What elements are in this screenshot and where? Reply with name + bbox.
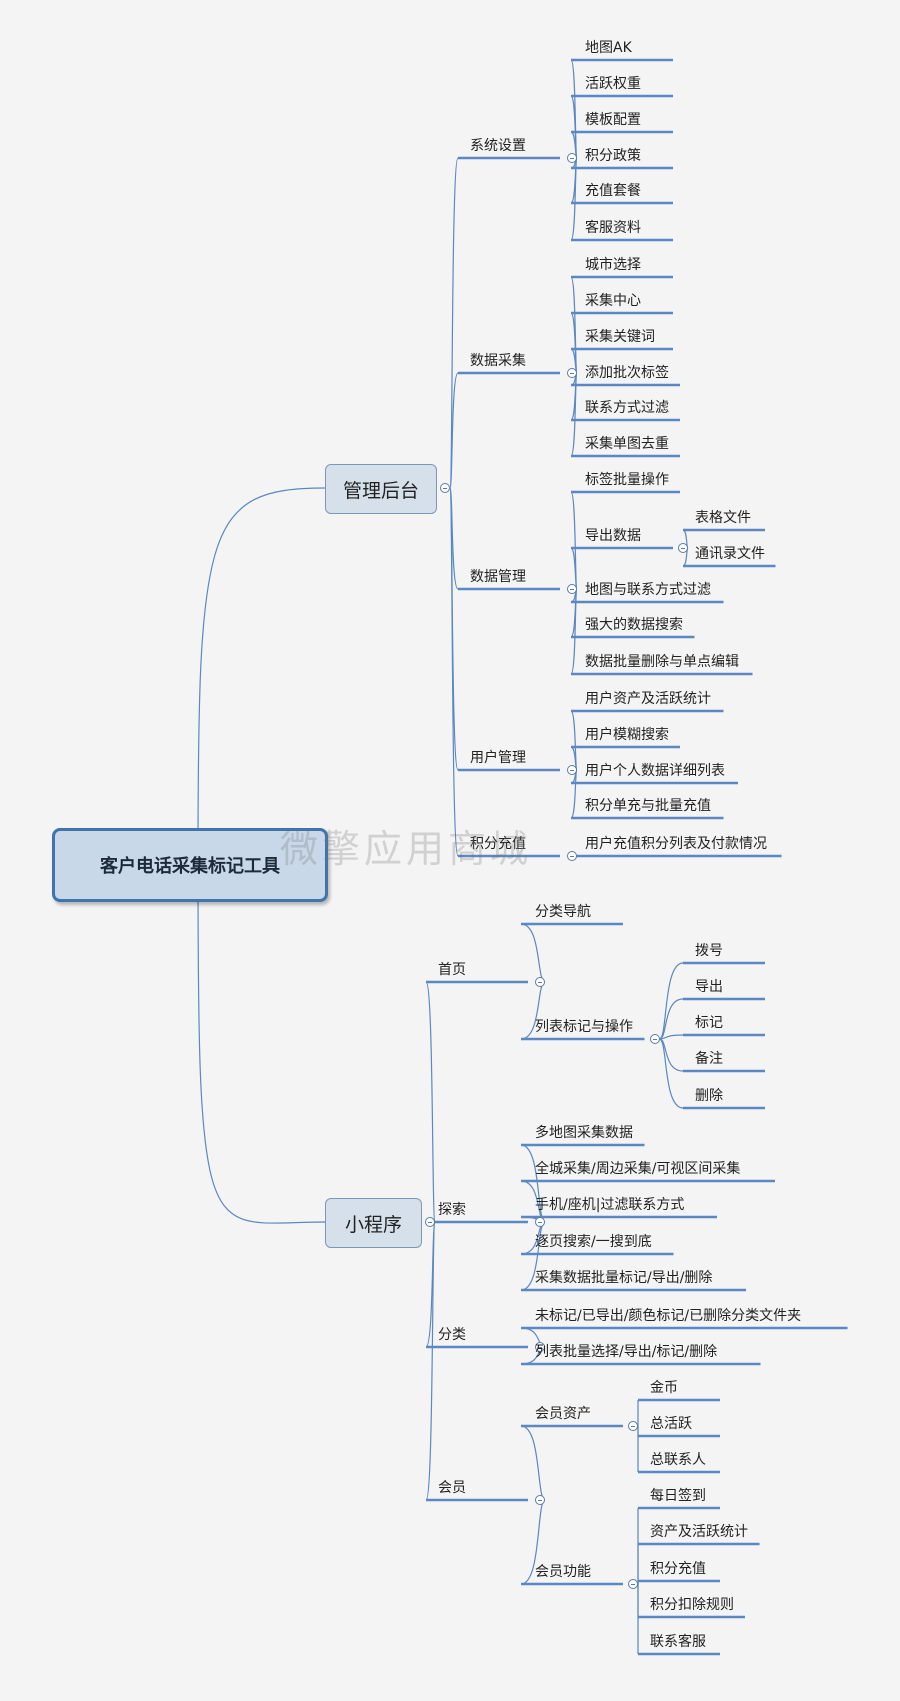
- leaf-node[interactable]: 用户资产及活跃统计: [585, 691, 711, 707]
- branch-node[interactable]: 小程序: [325, 1198, 422, 1248]
- subleaf-connector-line: [659, 998, 684, 1040]
- leaf-node[interactable]: 全城采集/周边采集/可视区间采集: [535, 1161, 741, 1177]
- subleaf-node[interactable]: 总活跃: [650, 1416, 692, 1432]
- leaf-node[interactable]: 未标记/已导出/颜色标记/已删除分类文件夹: [535, 1308, 802, 1324]
- branch-node[interactable]: 管理后台: [325, 464, 437, 514]
- leaf-node[interactable]: 多地图采集数据: [535, 1125, 633, 1141]
- leaf-node[interactable]: 客服资料: [585, 220, 641, 236]
- collapse-toggle-icon[interactable]: [535, 1217, 545, 1227]
- category-node[interactable]: 首页: [438, 962, 466, 978]
- subleaf-node[interactable]: 每日签到: [650, 1488, 706, 1504]
- subleaf-connector-line: [658, 1038, 684, 1109]
- leaf-connector-line: [520, 923, 546, 983]
- collapse-toggle-icon[interactable]: [425, 1217, 435, 1227]
- leaf-node[interactable]: 积分单充与批量充值: [585, 798, 711, 814]
- leaf-node[interactable]: 采集数据批量标记/导出/删除: [535, 1270, 713, 1286]
- leaf-node[interactable]: 添加批次标签: [585, 365, 669, 381]
- leaf-node[interactable]: 用户模糊搜索: [585, 727, 669, 743]
- leaf-node[interactable]: 采集中心: [585, 293, 641, 309]
- leaf-node[interactable]: 会员资产: [535, 1406, 591, 1422]
- leaf-node[interactable]: 城市选择: [585, 257, 641, 273]
- leaf-node[interactable]: 模板配置: [585, 112, 641, 128]
- leaf-node[interactable]: 列表标记与操作: [535, 1019, 633, 1035]
- leaf-node[interactable]: 手机/座机|过滤联系方式: [535, 1197, 685, 1213]
- leaf-node[interactable]: 导出数据: [585, 528, 641, 544]
- root-connector-line: [197, 487, 326, 863]
- leaf-node[interactable]: 活跃权重: [585, 76, 641, 92]
- leaf-node[interactable]: 积分政策: [585, 148, 641, 164]
- leaf-node[interactable]: 充值套餐: [585, 183, 641, 199]
- category-node[interactable]: 分类: [438, 1327, 466, 1343]
- leaf-node[interactable]: 逐页搜索/一搜到底: [535, 1234, 652, 1250]
- leaf-connector-line: [570, 157, 578, 241]
- leaf-node[interactable]: 分类导航: [535, 904, 591, 920]
- root-node-label: 客户电话采集标记工具: [100, 856, 280, 877]
- subleaf-connector-line: [658, 962, 684, 1040]
- leaf-node[interactable]: 强大的数据搜索: [585, 617, 683, 633]
- collapse-toggle-icon[interactable]: [535, 977, 545, 987]
- branch-connector-line: [425, 1221, 436, 1501]
- root-node[interactable]: 客户电话采集标记工具: [52, 828, 328, 902]
- subleaf-node[interactable]: 删除: [695, 1088, 723, 1104]
- branch-connector-line: [449, 157, 459, 489]
- collapse-toggle-icon[interactable]: [567, 851, 577, 861]
- leaf-node[interactable]: 地图与联系方式过滤: [585, 582, 711, 598]
- category-node[interactable]: 会员: [438, 1480, 466, 1496]
- collapse-toggle-icon[interactable]: [649, 1034, 660, 1044]
- leaf-node[interactable]: 数据批量删除与单点编辑: [585, 654, 739, 670]
- subleaf-node[interactable]: 总联系人: [650, 1452, 706, 1468]
- leaf-connector-line: [570, 372, 578, 457]
- subleaf-node[interactable]: 通讯录文件: [695, 546, 765, 562]
- leaf-connector-line: [570, 491, 578, 590]
- category-node[interactable]: 系统设置: [470, 138, 526, 154]
- category-node[interactable]: 探索: [438, 1202, 466, 1218]
- subleaf-node[interactable]: 拨号: [695, 943, 723, 959]
- branch-connector-line: [449, 487, 459, 857]
- category-node[interactable]: 积分充值: [470, 836, 526, 852]
- collapse-toggle-icon[interactable]: [535, 1495, 545, 1505]
- leaf-node[interactable]: 地图AK: [585, 40, 632, 56]
- collapse-toggle-icon[interactable]: [678, 543, 688, 553]
- leaf-node[interactable]: 列表批量选择/导出/标记/删除: [535, 1344, 718, 1360]
- collapse-toggle-icon[interactable]: [440, 483, 450, 493]
- leaf-connector-line: [570, 769, 578, 819]
- collapse-toggle-icon[interactable]: [628, 1579, 638, 1589]
- subleaf-node[interactable]: 标记: [695, 1015, 723, 1031]
- leaf-node[interactable]: 用户充值积分列表及付款情况: [585, 836, 767, 852]
- leaf-connector-line: [520, 1425, 546, 1501]
- collapse-toggle-icon[interactable]: [535, 1342, 545, 1352]
- subleaf-node[interactable]: 资产及活跃统计: [650, 1524, 748, 1540]
- subleaf-node[interactable]: 积分充值: [650, 1561, 706, 1577]
- leaf-node[interactable]: 采集单图去重: [585, 436, 669, 452]
- leaf-node[interactable]: 用户个人数据详细列表: [585, 763, 725, 779]
- leaf-node[interactable]: 标签批量操作: [585, 472, 669, 488]
- category-node[interactable]: 数据管理: [470, 569, 526, 585]
- category-node[interactable]: 用户管理: [470, 750, 526, 766]
- branch-connector-line: [425, 981, 436, 1223]
- collapse-toggle-icon[interactable]: [567, 153, 577, 163]
- leaf-node[interactable]: 会员功能: [535, 1564, 591, 1580]
- leaf-node[interactable]: 采集关键词: [585, 329, 655, 345]
- branch-connector-line: [449, 372, 459, 489]
- leaf-connector-line: [570, 588, 578, 675]
- branch-connector-line: [449, 487, 459, 590]
- subleaf-node[interactable]: 备注: [695, 1051, 723, 1067]
- collapse-toggle-icon[interactable]: [567, 765, 577, 775]
- subleaf-node[interactable]: 金币: [650, 1380, 678, 1396]
- subleaf-node[interactable]: 联系客服: [650, 1634, 706, 1650]
- branch-connector-line: [425, 1221, 436, 1348]
- collapse-toggle-icon[interactable]: [628, 1421, 638, 1431]
- collapse-toggle-icon[interactable]: [567, 368, 577, 378]
- root-connector-line: [197, 861, 326, 1224]
- category-node[interactable]: 数据采集: [470, 353, 526, 369]
- subleaf-node[interactable]: 导出: [695, 979, 723, 995]
- subleaf-node[interactable]: 表格文件: [695, 510, 751, 526]
- subleaf-node[interactable]: 积分扣除规则: [650, 1597, 734, 1613]
- leaf-connector-line: [570, 710, 578, 771]
- collapse-toggle-icon[interactable]: [567, 584, 577, 594]
- leaf-node[interactable]: 联系方式过滤: [585, 400, 669, 416]
